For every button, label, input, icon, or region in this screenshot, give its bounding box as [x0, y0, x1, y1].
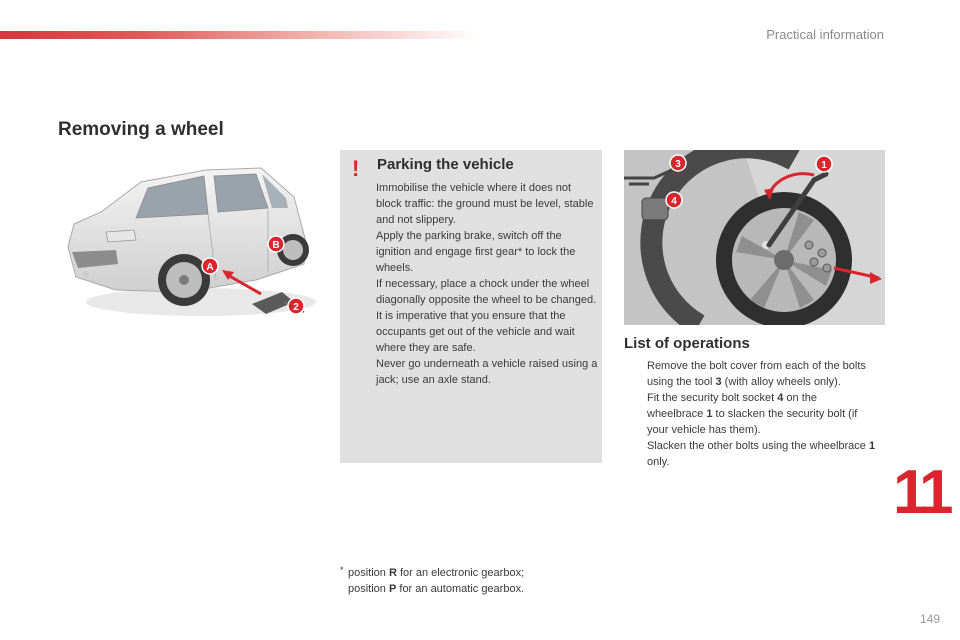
warning-box: ! Parking the vehicle Immobilise the veh… [340, 150, 602, 463]
callout-a: A [201, 257, 219, 275]
svg-text:B: B [272, 240, 279, 251]
callout-2: 2 [287, 297, 305, 315]
list-item: Fit the security bolt socket 4 on the wh… [647, 392, 858, 436]
warning-paragraph: Apply the parking brake, switch off the … [376, 230, 576, 274]
callout-3: 3 [669, 154, 687, 172]
page-number: 149 [919, 612, 940, 626]
chapter-number: 11 [893, 458, 954, 527]
car-illustration: A B 2 [67, 167, 316, 316]
warning-paragraph: If necessary, place a chock under the wh… [376, 278, 597, 306]
operations-list: Remove the bolt cover from each of the b… [624, 358, 876, 470]
footnote-line: position P for an automatic gearbox. [348, 583, 525, 595]
page-title: Removing a wheel [58, 119, 224, 140]
operations-title: List of operations [624, 335, 750, 352]
wheel-photo: 3 4 1 [624, 150, 885, 325]
header-accent-bar [0, 31, 480, 39]
callout-4: 4 [665, 191, 683, 209]
svg-text:4: 4 [671, 196, 677, 207]
svg-text:3: 3 [675, 159, 681, 170]
section-label: Practical information [766, 27, 884, 42]
svg-text:A: A [206, 262, 213, 273]
svg-text:1: 1 [821, 160, 827, 171]
warning-paragraph: Immobilise the vehicle where it does not… [376, 182, 594, 226]
footnote-line: position R for an electronic gearbox; [348, 567, 525, 579]
svg-text:2: 2 [293, 302, 299, 313]
warning-paragraph: Never go underneath a vehicle raised usi… [376, 358, 598, 386]
list-item: Slacken the other bolts using the wheelb… [647, 440, 876, 468]
warning-paragraph: It is imperative that you ensure that th… [376, 310, 575, 354]
warning-title: Parking the vehicle [377, 156, 514, 173]
callout-1: 1 [815, 155, 833, 173]
warning-text: Immobilise the vehicle where it does not… [376, 180, 598, 388]
exclamation-icon: ! [352, 156, 360, 181]
footnote-marker: * [340, 565, 344, 575]
footnote: * position R for an electronic gearbox; … [340, 565, 600, 597]
list-item: Remove the bolt cover from each of the b… [647, 360, 866, 388]
callout-b: B [267, 235, 285, 253]
